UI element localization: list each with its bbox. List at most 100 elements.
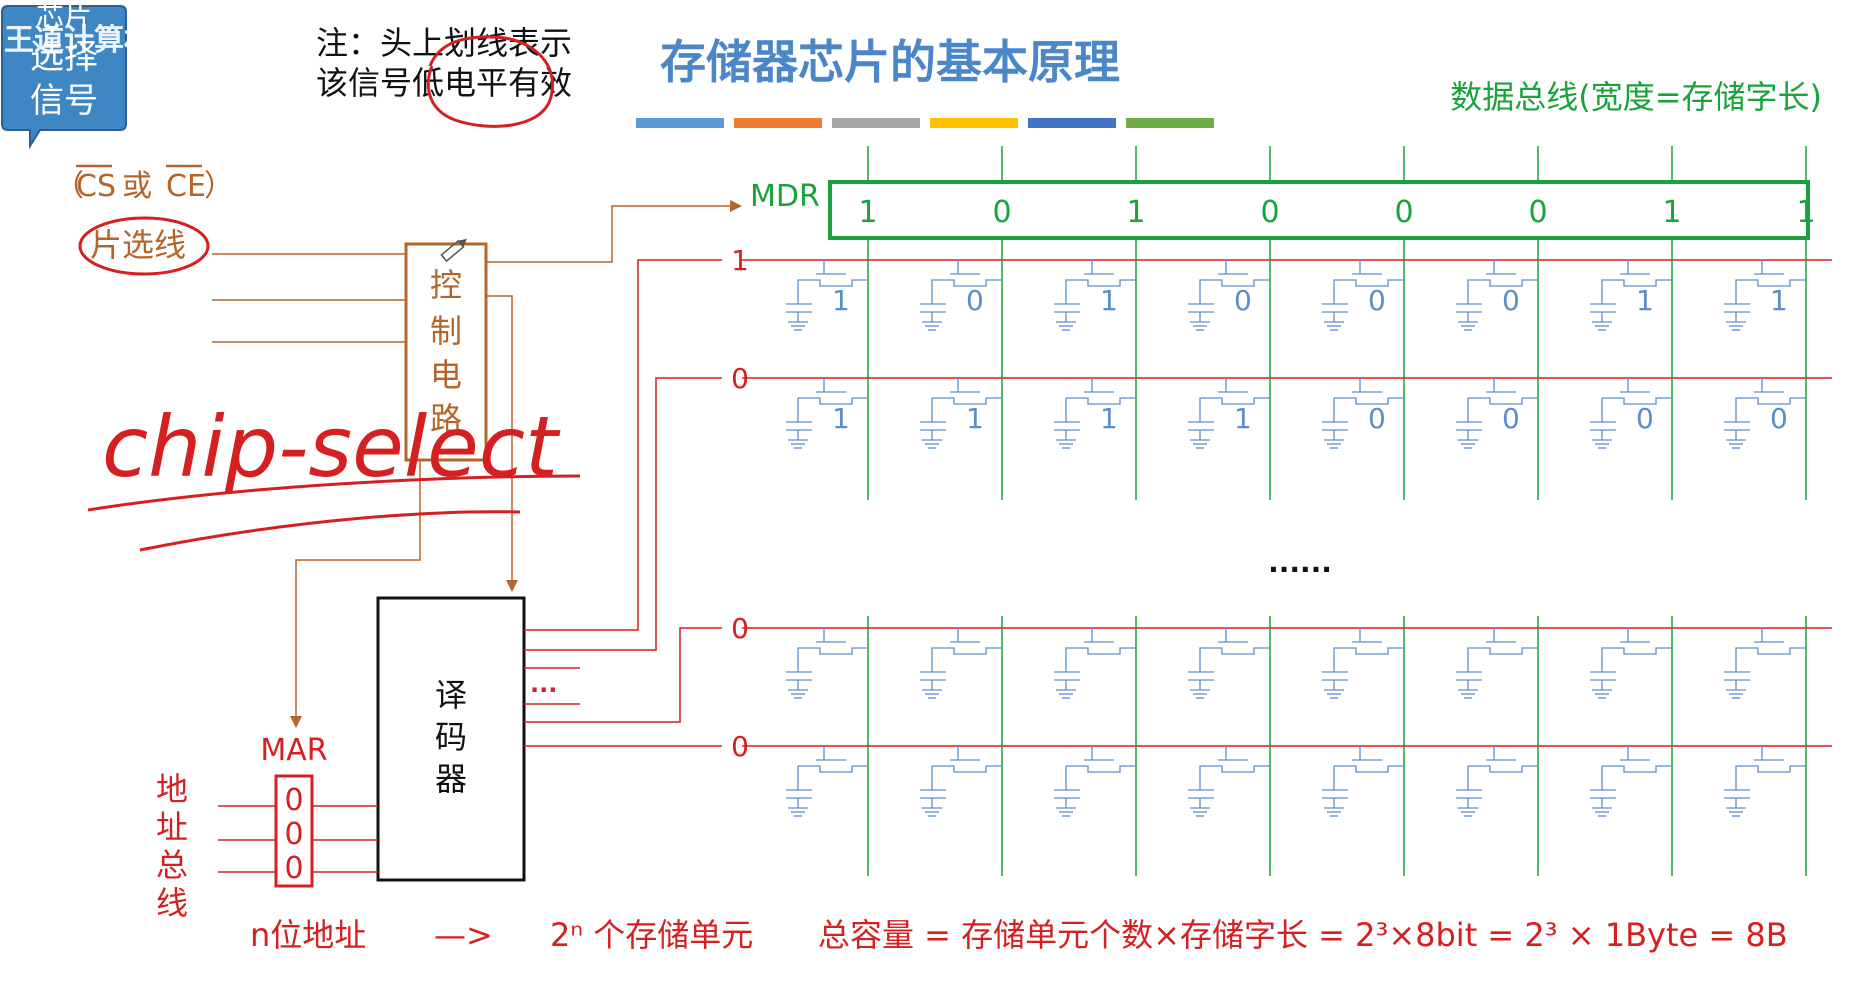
control-char-1: 控 [430, 266, 462, 304]
memory-cell: 0 [1188, 260, 1270, 331]
memory-cell: 0 [920, 260, 1002, 331]
cell-bit: 1 [966, 402, 984, 435]
cs-open: （ [54, 169, 84, 204]
title-group: 存储器芯片的基本原理 [636, 35, 1214, 128]
cs-close: ） [204, 169, 234, 204]
word-line-value: 0 [731, 362, 749, 395]
mdr-bit: 1 [1662, 195, 1681, 230]
cell-bit: 1 [1636, 284, 1654, 317]
control-output-wires [290, 200, 742, 728]
memory-cell [1724, 746, 1806, 817]
cell-bit: 1 [1100, 402, 1118, 435]
word-line-value: 0 [731, 612, 749, 645]
mdr-bit: 1 [1796, 195, 1815, 230]
address-char-4: 线 [156, 884, 188, 922]
mdr-bit: 0 [992, 195, 1011, 230]
note-line1: 注：头上划线表示 [316, 24, 572, 62]
cell-bit: 1 [832, 402, 850, 435]
callout-line2: 选择 [30, 37, 98, 77]
cell-bit: 0 [1502, 402, 1520, 435]
memory-cell: 1 [1188, 378, 1270, 449]
cell-bit: 0 [966, 284, 984, 317]
decoder-char-2: 码 [435, 718, 467, 756]
mdr-bit: 0 [1394, 195, 1413, 230]
memory-cell [1456, 746, 1538, 817]
cell-bit: 0 [1368, 402, 1386, 435]
control-input-lines [212, 253, 406, 343]
memory-cell [1590, 628, 1672, 699]
cell-bit: 0 [1770, 402, 1788, 435]
mar-register: MAR 0 0 0 [218, 733, 378, 888]
address-char-3: 总 [156, 846, 188, 884]
mdr-bit: 1 [1126, 195, 1145, 230]
control-char-4: 路 [430, 400, 462, 438]
memory-cell [1724, 628, 1806, 699]
memory-cell: 1 [786, 260, 868, 331]
watermark-text: 王道计算机教育 [4, 23, 214, 58]
title-color-bar [1126, 118, 1214, 128]
page-title: 存储器芯片的基本原理 [660, 35, 1120, 89]
memory-cell [1188, 628, 1270, 699]
chip-select-circle [78, 216, 210, 276]
ce-text: CE [166, 169, 206, 204]
decoder-dots: ... [530, 670, 557, 698]
data-bus-label: 数据总线(宽度=存储字长) [1450, 78, 1822, 116]
memory-cell: 1 [1724, 260, 1806, 331]
memory-cell: 0 [1456, 378, 1538, 449]
handwriting-chip-select: chip-select [87, 398, 581, 552]
note: 注：头上划线表示 该信号低电平有效 [316, 24, 572, 128]
memory-cell [1590, 746, 1672, 817]
word-line-value: 1 [731, 244, 749, 277]
chip-select-line-label: 片选线 [90, 226, 186, 264]
cell-bit: 1 [832, 284, 850, 317]
memory-cell [786, 746, 868, 817]
cell-bit: 1 [1770, 284, 1788, 317]
cs-ce-label: （ CS 或 CE ） [54, 164, 234, 204]
mar-bit-3: 0 [284, 851, 303, 886]
cs-text: CS [76, 169, 116, 204]
title-color-bar [734, 118, 822, 128]
memory-cell: 0 [1322, 378, 1404, 449]
or-text: 或 [122, 169, 152, 204]
bottom-caption: n位地址 —> 2ⁿ 个存储单元 总容量 = 存储单元个数×存储字长 = 2³×… [250, 916, 1788, 954]
decoder-char-1: 译 [435, 676, 467, 714]
memory-cell: 1 [1590, 260, 1672, 331]
mdr-label: MDR [750, 179, 820, 214]
memory-cell: 0 [1590, 378, 1672, 449]
callout-line3: 信号 [30, 81, 98, 121]
cell-bit: 0 [1636, 402, 1654, 435]
control-circuit-box [404, 242, 488, 462]
memory-cell [920, 746, 1002, 817]
handwriting-text: chip-select [102, 398, 561, 496]
n-bit-address: n位地址 [250, 916, 366, 954]
callout-line1: 芯片 [36, 0, 92, 33]
memory-cell [920, 628, 1002, 699]
cell-bit: 0 [1502, 284, 1520, 317]
note-line2: 该信号低电平有效 [316, 64, 572, 102]
memory-cell [1322, 746, 1404, 817]
capacity-text: 总容量 = 存储单元个数×存储字长 = 2³×8bit = 2³ × 1Byte… [818, 916, 1788, 954]
storage-units-text: 2ⁿ 个存储单元 [550, 916, 753, 954]
memory-cell [1054, 628, 1136, 699]
title-color-bar [930, 118, 1018, 128]
address-bus-label: 地 址 总 线 [156, 770, 188, 922]
title-color-bar [1028, 118, 1116, 128]
chip-select-callout: 芯片 选择 信号 王道计算机教育 [1, 0, 214, 150]
word-line-value: 0 [731, 730, 749, 763]
mar-bit-1: 0 [284, 783, 303, 818]
mdr-bit: 0 [1260, 195, 1279, 230]
cell-bit: 0 [1368, 284, 1386, 317]
address-char-1: 地 [156, 770, 188, 808]
control-char-2: 制 [430, 312, 462, 350]
mar-label: MAR [260, 733, 327, 768]
mar-bus-wires [218, 805, 378, 873]
memory-cell: 0 [1724, 378, 1806, 449]
memory-cell: 0 [1456, 260, 1538, 331]
arrow-text: —> [434, 916, 493, 954]
memory-cell [1322, 628, 1404, 699]
title-color-bar [636, 118, 724, 128]
decoder: 译 码 器 ... [376, 596, 557, 882]
mdr-bit: 1 [858, 195, 877, 230]
memory-cell [1188, 746, 1270, 817]
